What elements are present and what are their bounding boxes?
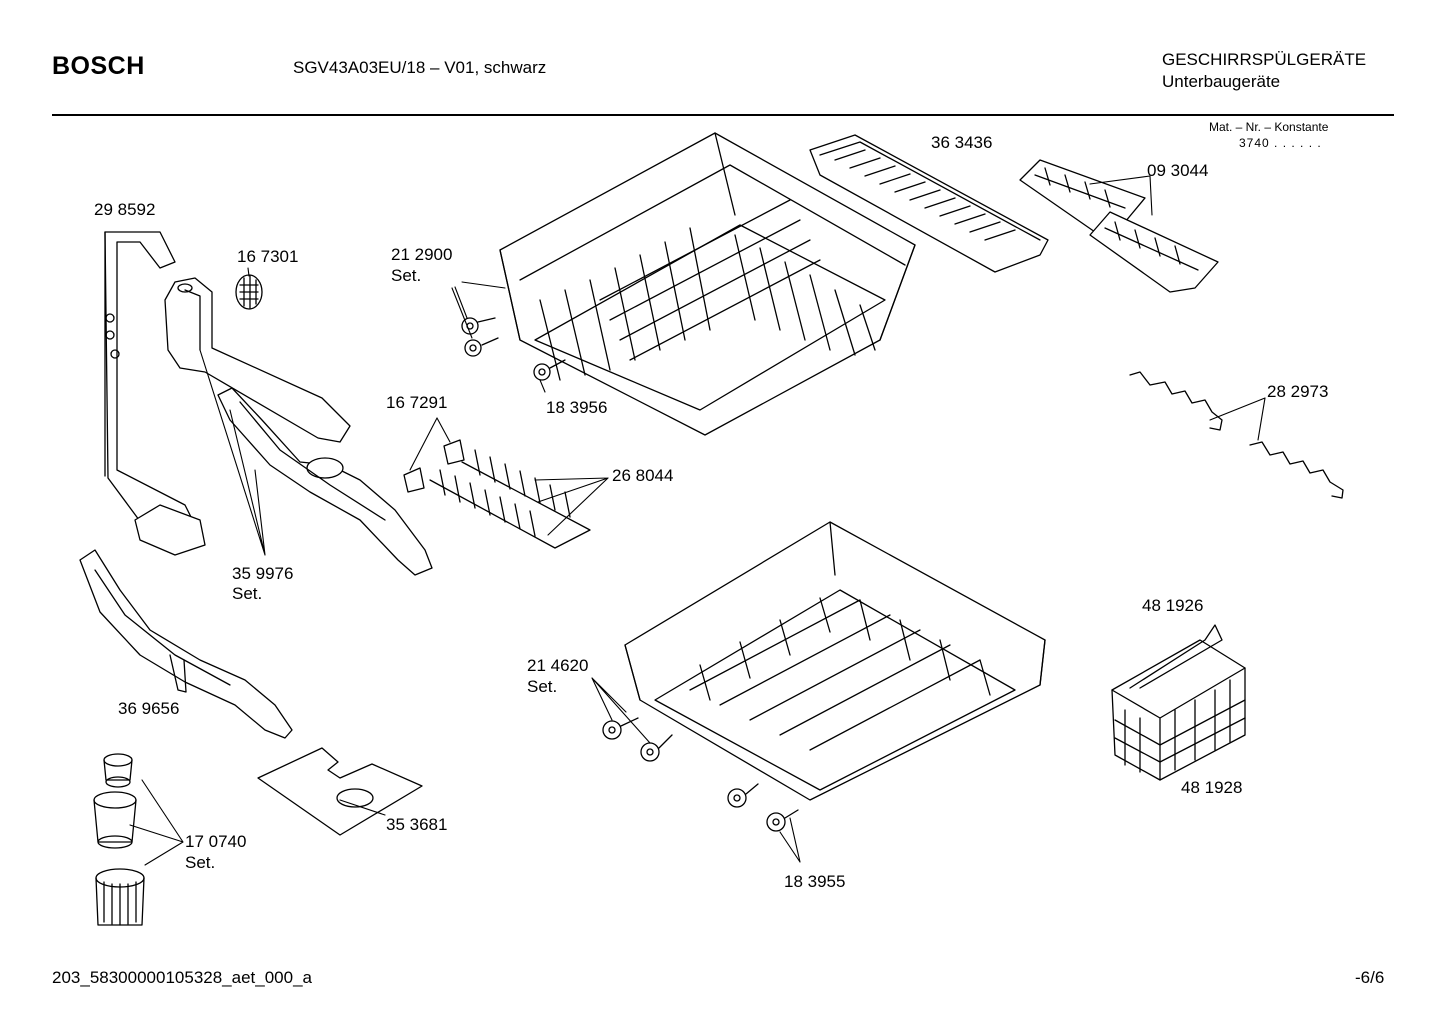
part-label-359976-set: Set. bbox=[232, 584, 263, 603]
part-label-481926: 48 1926 bbox=[1142, 596, 1204, 615]
part-label-363436: 36 3436 bbox=[931, 133, 993, 152]
page-number: -6/6 bbox=[1355, 968, 1385, 987]
lower-basket-part bbox=[625, 522, 1045, 800]
part-label-298592: 29 8592 bbox=[94, 200, 156, 219]
upper-spray-arm-part bbox=[218, 388, 432, 575]
part-label-282973: 28 2973 bbox=[1267, 382, 1329, 401]
document-id: 203_58300000105328_aet_000_a bbox=[52, 968, 312, 987]
part-label-170740: 17 0740 bbox=[185, 832, 247, 851]
part-label-183955: 18 3955 bbox=[784, 872, 846, 891]
part-label-170740-set: Set. bbox=[185, 853, 216, 872]
header-divider bbox=[52, 114, 1394, 116]
lower-wheels-part bbox=[603, 718, 798, 831]
appliance-category: GESCHIRRSPÜLGERÄTE bbox=[1162, 50, 1367, 69]
part-label-183956: 18 3956 bbox=[546, 398, 608, 417]
step-clips-part bbox=[1130, 372, 1343, 498]
lower-spray-arm-part bbox=[80, 550, 292, 738]
cutlery-basket-part bbox=[1112, 625, 1245, 780]
brand-logo: BOSCH bbox=[52, 52, 145, 80]
cup-racks-part bbox=[1020, 160, 1218, 292]
upper-wheels-part bbox=[462, 318, 565, 380]
part-label-369656: 36 9656 bbox=[118, 699, 180, 718]
filter-plate-part bbox=[258, 748, 422, 835]
mat-constant-value: 3740 . . . . . . bbox=[1239, 136, 1322, 150]
part-label-214620-set: Set. bbox=[527, 677, 558, 696]
knife-rack-part bbox=[404, 440, 590, 548]
mat-constant-label: Mat. – Nr. – Konstante bbox=[1209, 120, 1329, 134]
upper-basket-part bbox=[500, 133, 915, 435]
part-label-359976: 35 9976 bbox=[232, 564, 294, 583]
part-label-268044: 26 8044 bbox=[612, 466, 674, 485]
part-label-212900-set: Set. bbox=[391, 266, 422, 285]
part-label-214620: 21 4620 bbox=[527, 656, 589, 675]
part-label-093044: 09 3044 bbox=[1147, 161, 1209, 180]
part-label-212900: 21 2900 bbox=[391, 245, 453, 264]
model-number: SGV43A03EU/18 – V01, schwarz bbox=[293, 58, 547, 77]
part-label-167301: 16 7301 bbox=[237, 247, 299, 266]
appliance-subcategory: Unterbaugeräte bbox=[1162, 72, 1281, 91]
supply-pipe-part bbox=[105, 232, 205, 555]
part-label-481928: 48 1928 bbox=[1181, 778, 1243, 797]
cutlery-tray-part bbox=[810, 135, 1048, 272]
spray-arm-pipe-part bbox=[165, 278, 350, 442]
leader-lines bbox=[130, 176, 1265, 865]
part-label-353681: 35 3681 bbox=[386, 815, 448, 834]
filter-cap-part bbox=[236, 275, 262, 309]
part-label-167291: 16 7291 bbox=[386, 393, 448, 412]
filter-set-part bbox=[94, 754, 144, 925]
